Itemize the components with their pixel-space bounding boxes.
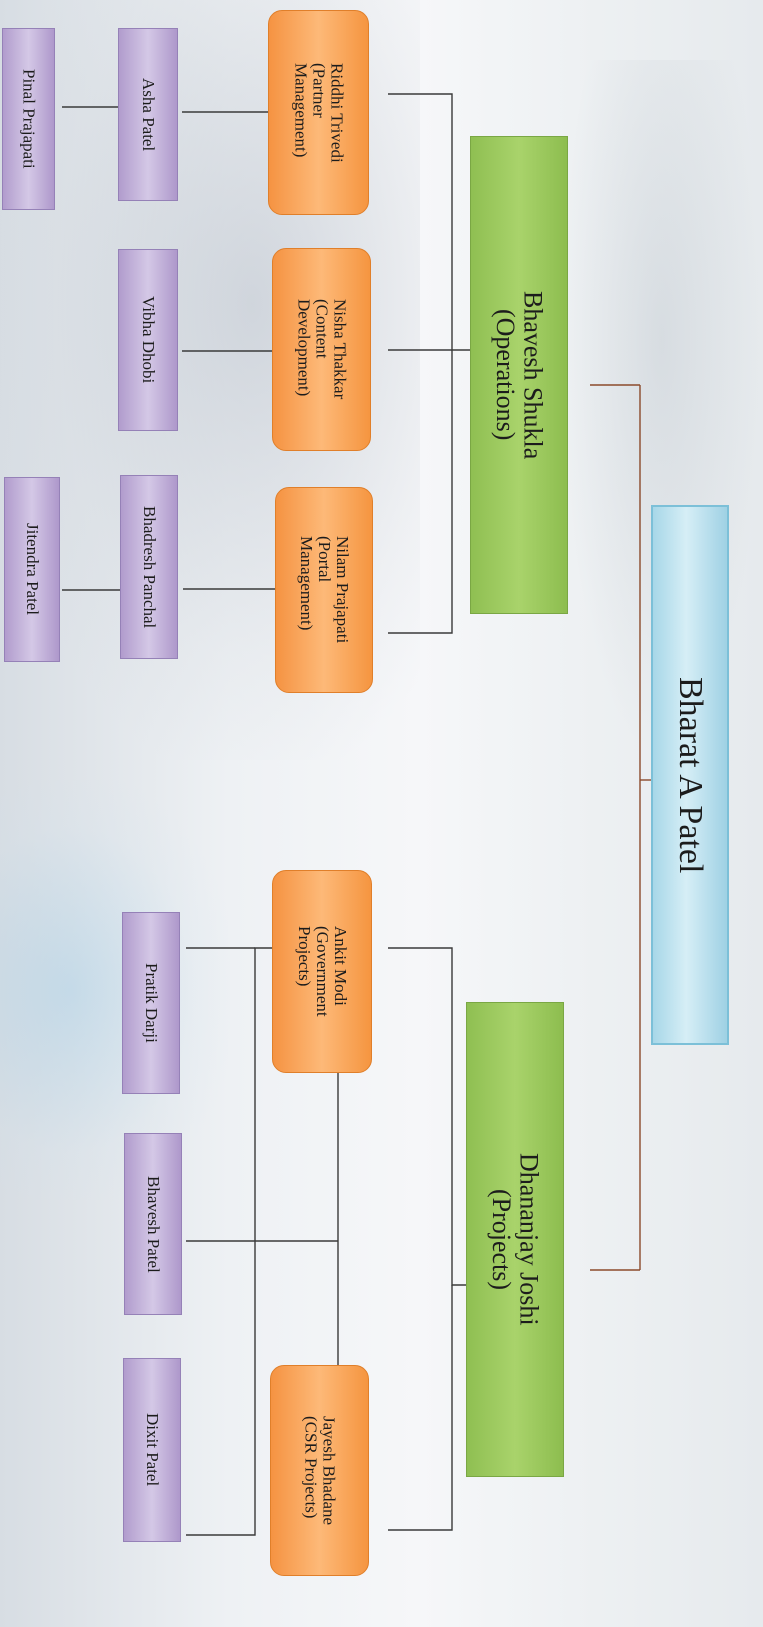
manager-label: Dhananjay Joshi (Projects) <box>487 1153 544 1326</box>
lead-jayesh-bhadane: Jayesh Bhadane (CSR Projects) <box>270 1365 369 1576</box>
manager-dhananjay-joshi: Dhananjay Joshi (Projects) <box>466 1002 564 1477</box>
staff-bhavesh-patel: Bhavesh Patel <box>124 1133 182 1315</box>
staff-label: Pinal Prajapati <box>19 69 39 169</box>
staff-dixit-patel: Dixit Patel <box>123 1358 181 1542</box>
staff-label: Jitendra Patel <box>22 523 42 616</box>
staff-label: Dixit Patel <box>142 1413 162 1487</box>
staff-label: Bhadresh Panchal <box>139 505 159 629</box>
lead-label: Nisha Thakkar (Content Development) <box>294 299 350 400</box>
lead-ankit-modi: Ankit Modi (Government Projects) <box>272 870 372 1073</box>
root-name: Bharat A Patel <box>671 676 709 874</box>
lead-nilam-prajapati: Nilam Prajapati (Portal Management) <box>275 487 373 693</box>
lead-nisha-thakkar: Nisha Thakkar (Content Development) <box>272 248 371 451</box>
lead-label: Ankit Modi (Government Projects) <box>295 926 350 1017</box>
staff-pinal-prajapati: Pinal Prajapati <box>2 28 55 210</box>
staff-label: Vibha Dhobi <box>138 296 158 384</box>
manager-bhavesh-shukla: Bhavesh Shukla (Operations) <box>470 136 568 614</box>
connector-bhavesh-nilam <box>388 350 453 634</box>
staff-vibha-dhobi: Vibha Dhobi <box>118 249 178 431</box>
lead-riddhi-trivedi: Riddhi Trivedi (Partner Management) <box>268 10 369 215</box>
staff-jitendra-patel: Jitendra Patel <box>4 477 60 662</box>
manager-label: Bhavesh Shukla (Operations) <box>491 290 548 460</box>
connector-dhananjay-jayesh <box>388 1285 453 1531</box>
lead-label: Jayesh Bhadane (CSR Projects) <box>301 1415 339 1526</box>
staff-pratik-darji: Pratik Darji <box>122 912 180 1094</box>
staff-label: Pratik Darji <box>141 963 161 1043</box>
lead-label: Riddhi Trivedi (Partner Management) <box>291 62 347 163</box>
lead-label: Nilam Prajapati (Portal Management) <box>297 536 352 644</box>
root-node: Bharat A Patel <box>651 505 729 1045</box>
staff-label: Bhavesh Patel <box>143 1175 163 1273</box>
staff-label: Asha Patel <box>138 77 158 152</box>
staff-asha-patel: Asha Patel <box>118 28 178 201</box>
staff-bhadresh-panchal: Bhadresh Panchal <box>120 475 178 659</box>
connector-pratik <box>186 947 282 1536</box>
